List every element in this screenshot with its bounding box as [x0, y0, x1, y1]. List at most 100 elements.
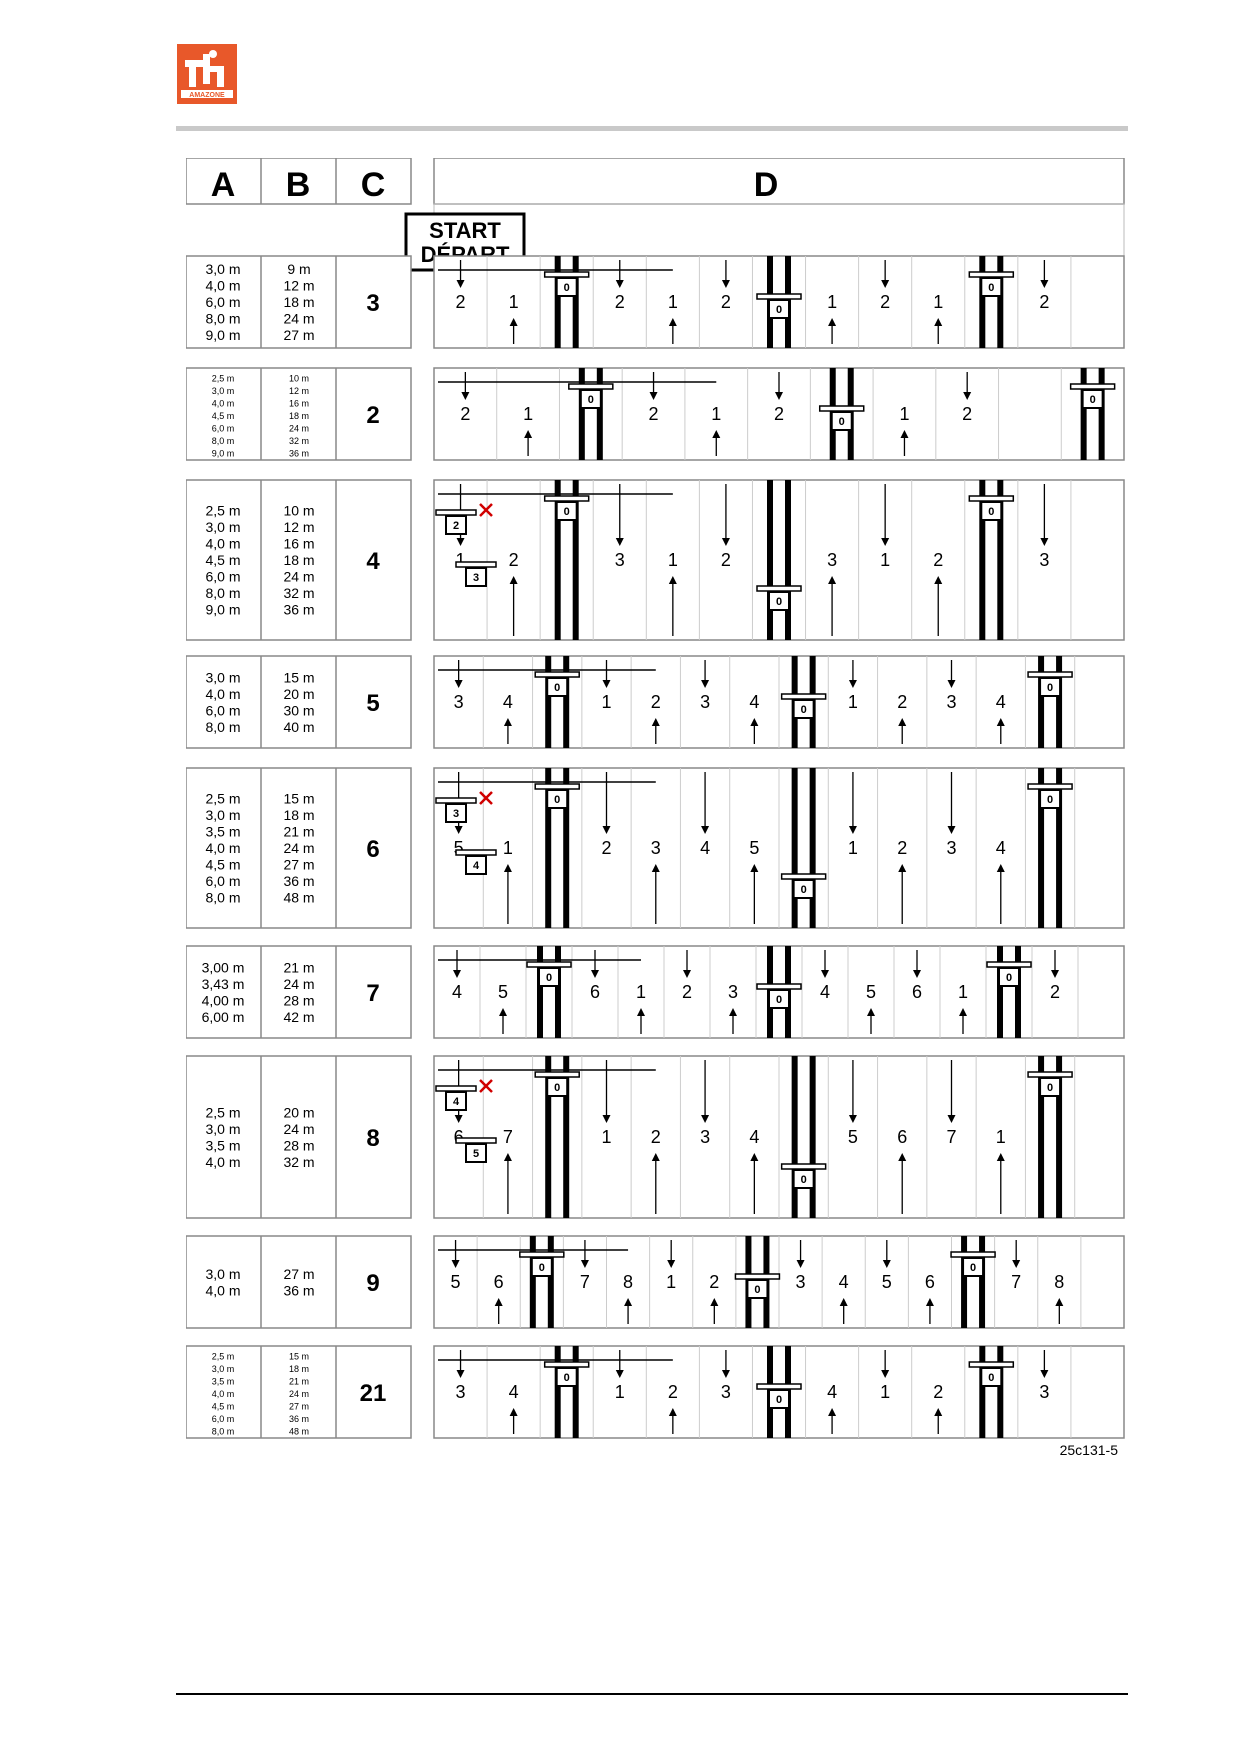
track-number: 3 [615, 550, 625, 570]
track-number: 1 [456, 550, 466, 570]
tramline-spacing-value: 18 m [289, 411, 309, 421]
working-width-value: 6,0 m [205, 873, 240, 889]
track-number: 1 [523, 404, 533, 424]
tramline-label: 0 [554, 1082, 560, 1094]
track-number: 1 [848, 838, 858, 858]
tramline-spacing-value: 32 m [289, 436, 309, 446]
track-number: 6 [590, 982, 600, 1002]
track-number: 2 [1039, 292, 1049, 312]
working-width-value: 3,5 m [205, 1137, 240, 1153]
tramline-spacing-value: 24 m [283, 976, 314, 992]
working-width-value: 3,0 m [212, 386, 235, 396]
logo-text: AMAZONE [189, 92, 225, 99]
tramline-label: 0 [1047, 1082, 1053, 1094]
tramline-spacing-value: 15 m [283, 669, 314, 685]
track-number: 3 [700, 692, 710, 712]
tramline-label: 0 [776, 304, 782, 316]
working-width-value: 2,5 m [212, 374, 235, 384]
track-number: 1 [880, 550, 890, 570]
track-number: 1 [636, 982, 646, 1002]
track-number: 6 [912, 982, 922, 1002]
track-number: 3 [1039, 550, 1049, 570]
working-width-value: 6,0 m [205, 294, 240, 310]
track-number: 1 [958, 982, 968, 1002]
track-number: 5 [451, 1272, 461, 1292]
tramline-spacing-value: 27 m [283, 857, 314, 873]
rhythm-value: 2 [366, 402, 379, 429]
rhythm-value: 6 [366, 836, 379, 863]
tramline-spacing-value: 10 m [289, 374, 309, 384]
tractor-label: 4 [453, 1096, 460, 1108]
track-number: 3 [827, 550, 837, 570]
working-width-value: 6,0 m [205, 702, 240, 718]
tramline-label: 0 [988, 506, 994, 518]
tramline-label: 0 [539, 1262, 545, 1274]
working-width-value: 4,00 m [202, 992, 245, 1008]
track-number: 6 [454, 1127, 464, 1147]
track-number: 2 [933, 550, 943, 570]
tramline-spacing-value: 42 m [283, 1009, 314, 1025]
track-number: 1 [848, 692, 858, 712]
track-number: 2 [709, 1272, 719, 1292]
rhythm-value: 3 [366, 290, 379, 317]
track-number: 1 [827, 292, 837, 312]
track-number: 5 [882, 1272, 892, 1292]
tramline-label: 0 [776, 1394, 782, 1406]
working-width-value: 9,0 m [205, 327, 240, 343]
track-number: 2 [933, 1382, 943, 1402]
working-width-value: 4,0 m [205, 686, 240, 702]
tramline-label: 0 [988, 1372, 994, 1384]
track-number: 2 [615, 292, 625, 312]
working-width-value: 4,0 m [205, 536, 240, 552]
tramline-spacing-value: 36 m [283, 602, 314, 618]
track-number: 1 [615, 1382, 625, 1402]
working-width-value: 4,0 m [205, 1154, 240, 1170]
tramline-spacing-value: 15 m [289, 1352, 309, 1362]
tramline-label: 0 [1090, 394, 1096, 406]
track-number: 3 [721, 1382, 731, 1402]
working-width-value: 3,0 m [205, 519, 240, 535]
working-width-value: 2,5 m [212, 1352, 235, 1362]
track-number: 2 [721, 292, 731, 312]
tramline-label: 0 [564, 506, 570, 518]
track-number: 7 [503, 1127, 513, 1147]
rhythm-value: 5 [366, 690, 379, 717]
start-label-line1: START [429, 218, 501, 243]
working-width-value: 3,43 m [202, 976, 245, 992]
working-width-value: 4,0 m [205, 278, 240, 294]
working-width-value: 3,5 m [205, 824, 240, 840]
tramline-spacing-value: 16 m [283, 536, 314, 552]
working-width-value: 4,0 m [205, 1282, 240, 1298]
track-number: 4 [749, 692, 759, 712]
tramline-spacing-value: 36 m [289, 1414, 309, 1424]
track-number: 1 [668, 550, 678, 570]
tramline-label: 0 [554, 794, 560, 806]
working-width-value: 2,5 m [205, 791, 240, 807]
table-row: 3,00 m3,43 m4,00 m6,00 m21 m24 m28 m42 m… [186, 945, 1125, 1039]
tramline-label: 0 [776, 596, 782, 608]
working-width-value: 3,0 m [205, 261, 240, 277]
rhythm-value: 21 [360, 1380, 387, 1407]
tramline-spacing-value: 24 m [289, 424, 309, 434]
footer-rule [176, 1693, 1128, 1695]
tramline-spacing-value: 18 m [283, 294, 314, 310]
track-number: 1 [996, 1127, 1006, 1147]
track-number: 1 [880, 1382, 890, 1402]
tractor-label: 3 [473, 572, 479, 584]
track-number: 3 [728, 982, 738, 1002]
track-number: 3 [796, 1272, 806, 1292]
tramline-label: 0 [801, 704, 807, 716]
working-width-value: 4,5 m [205, 552, 240, 568]
tramline-label: 0 [776, 994, 782, 1006]
working-width-value: 4,0 m [205, 840, 240, 856]
track-number: 1 [668, 292, 678, 312]
track-number: 8 [623, 1272, 633, 1292]
working-width-value: 4,0 m [212, 399, 235, 409]
amazone-logo: AMAZONE [177, 44, 237, 104]
tractor-label: 5 [473, 1148, 479, 1160]
working-width-value: 2,5 m [205, 1104, 240, 1120]
rhythm-value: 8 [366, 1125, 379, 1152]
track-number: 5 [454, 838, 464, 858]
